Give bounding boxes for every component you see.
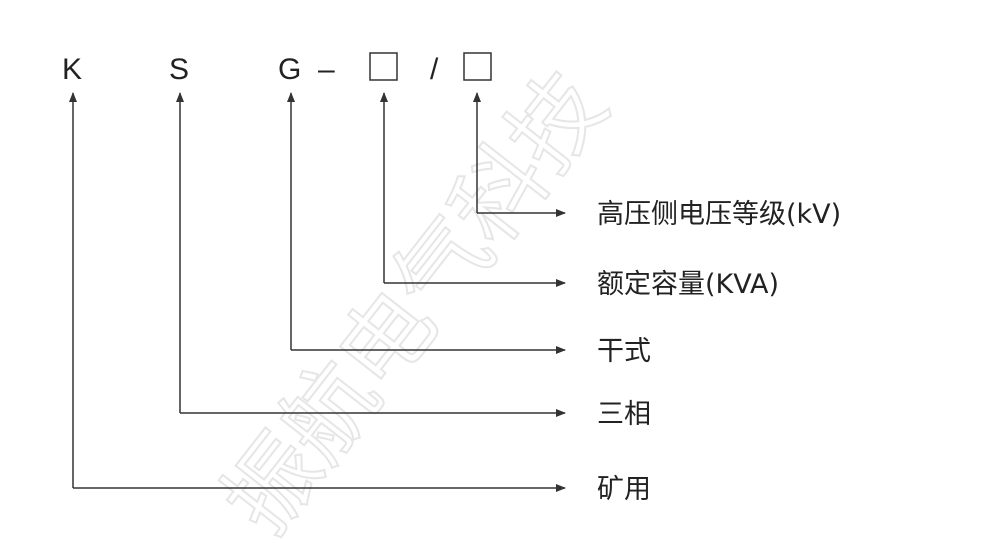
code-letter-k: K — [62, 53, 82, 86]
label-voltage-level: 高压侧电压等级(kV) — [597, 199, 841, 230]
watermark: 振航电气科技 — [203, 53, 627, 554]
label-dry-type: 干式 — [597, 336, 651, 367]
code-letter-g: G — [278, 53, 301, 86]
label-rated-capacity: 额定容量(KVA) — [597, 269, 779, 300]
code-letter-s: S — [169, 53, 189, 86]
label-three-phase: 三相 — [597, 399, 651, 430]
label-mining: 矿用 — [597, 474, 651, 505]
voltage-placeholder-box — [463, 52, 492, 81]
code-dash: – — [318, 53, 335, 86]
code-slash: / — [430, 53, 439, 86]
capacity-placeholder-box — [369, 52, 398, 81]
